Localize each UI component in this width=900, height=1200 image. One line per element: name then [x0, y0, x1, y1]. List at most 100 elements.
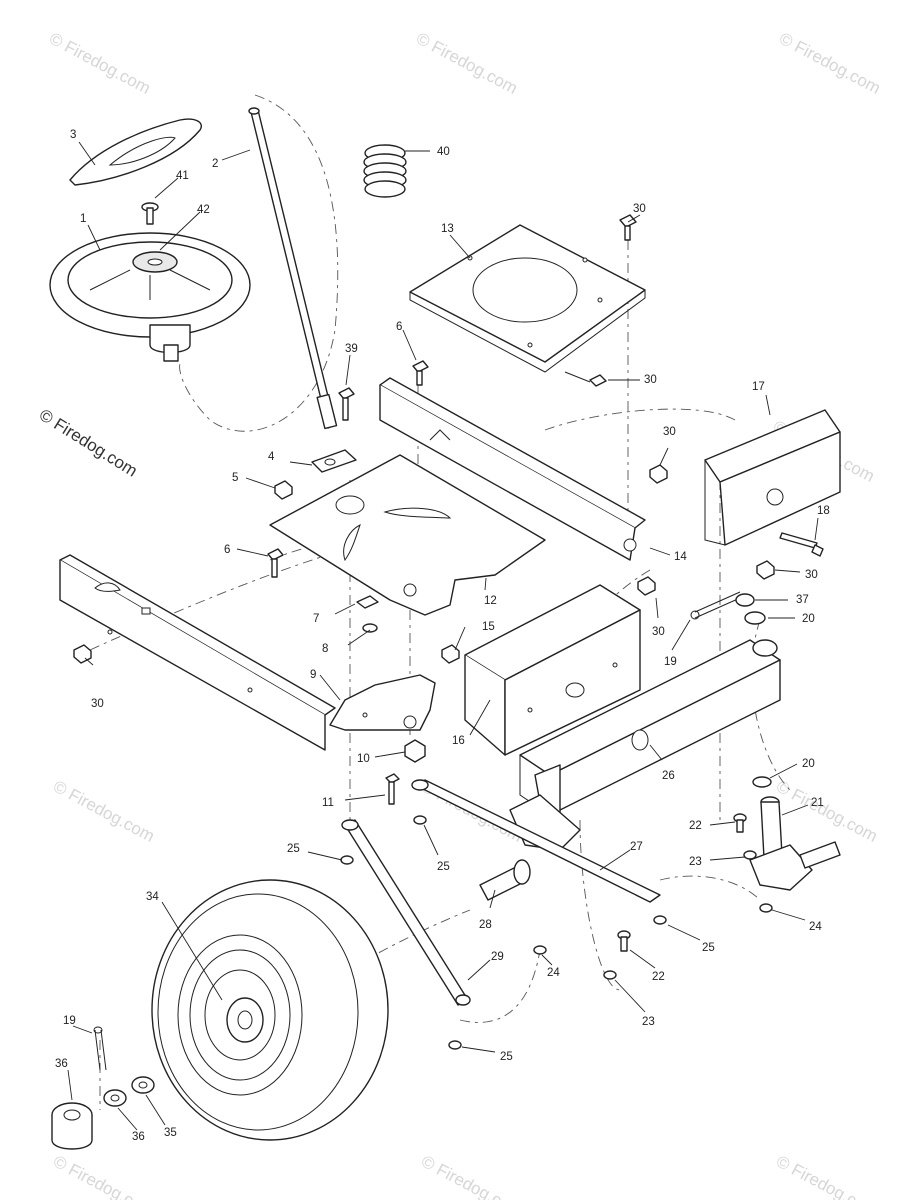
callout-4: 4 — [268, 451, 275, 463]
callout-16: 16 — [452, 735, 465, 747]
part-39-bolt — [338, 387, 355, 421]
part-41-bolt — [141, 202, 159, 225]
callout-13: 13 — [441, 223, 454, 235]
part-30-nut-mid — [649, 464, 668, 484]
part-34-wheel — [151, 879, 389, 1141]
part-8-washer — [362, 623, 378, 633]
watermark: © Firedog.com — [413, 29, 521, 98]
callout-41: 41 — [176, 170, 189, 182]
part-13-seat-plate — [409, 224, 646, 373]
callout-23: 23 — [689, 856, 702, 868]
callout-6: 6 — [396, 321, 402, 333]
callout-39: 39 — [345, 343, 358, 355]
callout-25: 25 — [437, 861, 450, 873]
part-7-clip — [356, 595, 379, 609]
part-30-bolt-top — [619, 214, 637, 241]
callout-27: 27 — [630, 841, 643, 853]
callout-12: 12 — [484, 595, 497, 607]
part-26-front-axle — [519, 639, 781, 816]
callout-14: 14 — [674, 551, 687, 563]
callout-15: 15 — [482, 621, 495, 633]
part-23-washer — [743, 850, 757, 860]
callout-30: 30 — [644, 374, 657, 386]
callout-26: 26 — [662, 770, 675, 782]
part-20-bushing-lower — [752, 776, 772, 788]
washers — [340, 815, 773, 1050]
callout-40: 40 — [437, 146, 450, 158]
callout-7: 7 — [313, 613, 319, 625]
callout-8: 8 — [322, 643, 328, 655]
watermark: © Firedog.com — [50, 777, 158, 846]
part-36-washer — [103, 1089, 127, 1107]
callout-30: 30 — [663, 426, 676, 438]
part-30-nut-right — [756, 560, 775, 580]
callout-28: 28 — [479, 919, 492, 931]
part-11-bolt — [385, 773, 400, 805]
part-14-frame-rail — [379, 377, 646, 561]
callout-35: 35 — [164, 1127, 177, 1139]
part-25-nut — [340, 855, 354, 865]
callout-19: 19 — [63, 1015, 76, 1027]
callout-37: 37 — [796, 594, 809, 606]
part-23-washer — [603, 970, 617, 980]
callout-6: 6 — [224, 544, 230, 556]
callout-42: 42 — [197, 204, 210, 216]
callout-25: 25 — [287, 843, 300, 855]
callout-18: 18 — [817, 505, 830, 517]
callout-24: 24 — [809, 921, 822, 933]
part-22-bolt-right — [733, 813, 747, 833]
callout-36: 36 — [55, 1058, 68, 1070]
callout-29: 29 — [491, 951, 504, 963]
callout-3: 3 — [70, 129, 76, 141]
leader-lines — [67, 141, 819, 1131]
callout-21: 21 — [811, 797, 824, 809]
part-25-nut — [413, 815, 427, 825]
callout-1: 1 — [80, 213, 86, 225]
part-27-tie-rod — [411, 779, 661, 903]
part-6-bolt-upper — [412, 360, 429, 386]
part-6-bolt-lower — [267, 548, 284, 578]
part-19-cotter-pin-left — [93, 1026, 107, 1071]
part-17-bracket — [704, 409, 841, 546]
callout-34: 34 — [146, 891, 159, 903]
callout-24: 24 — [547, 967, 560, 979]
part-3-wheel-cover — [69, 118, 202, 186]
watermark: © Firedog.com — [46, 29, 154, 98]
part-30-bolt-seat — [564, 371, 607, 387]
part-1-steering-wheel — [49, 232, 251, 362]
part-25-nut — [448, 1040, 462, 1050]
callout-30: 30 — [805, 569, 818, 581]
callout-36: 36 — [132, 1131, 145, 1143]
part-30-nut-left — [73, 644, 92, 664]
callout-30: 30 — [633, 203, 646, 215]
part-2-steering-shaft — [248, 107, 338, 430]
part-36-hub-cap — [51, 1102, 93, 1150]
part-25-nut — [653, 915, 667, 925]
part-22-bolt-lower — [617, 930, 631, 952]
part-40-spring — [363, 144, 407, 198]
watermark: © Firedog.com — [773, 1152, 881, 1200]
callout-23: 23 — [642, 1016, 655, 1028]
callout-11: 11 — [322, 797, 334, 809]
part-28-axle-stub — [479, 859, 531, 901]
part-37-washer — [735, 593, 755, 607]
callout-30: 30 — [91, 698, 104, 710]
watermark: © Firedog.com — [418, 1152, 526, 1200]
part-12-plate — [269, 454, 546, 616]
callout-30: 30 — [652, 626, 665, 638]
callout-19: 19 — [664, 656, 677, 668]
brand-watermark: © Firedog.com — [36, 405, 141, 480]
part-5-nut — [274, 480, 293, 500]
watermark: © Firedog.com — [773, 777, 881, 846]
callout-10: 10 — [357, 753, 370, 765]
frame-rail-left — [59, 554, 336, 751]
part-24-washer — [759, 903, 773, 913]
callout-17: 17 — [752, 381, 765, 393]
callout-25: 25 — [500, 1051, 513, 1063]
callout-9: 9 — [310, 669, 316, 681]
callout-20: 20 — [802, 613, 815, 625]
part-9-bracket — [329, 674, 436, 731]
watermark: © Firedog.com — [50, 1152, 158, 1200]
watermark: © Firedog.com — [776, 29, 884, 98]
